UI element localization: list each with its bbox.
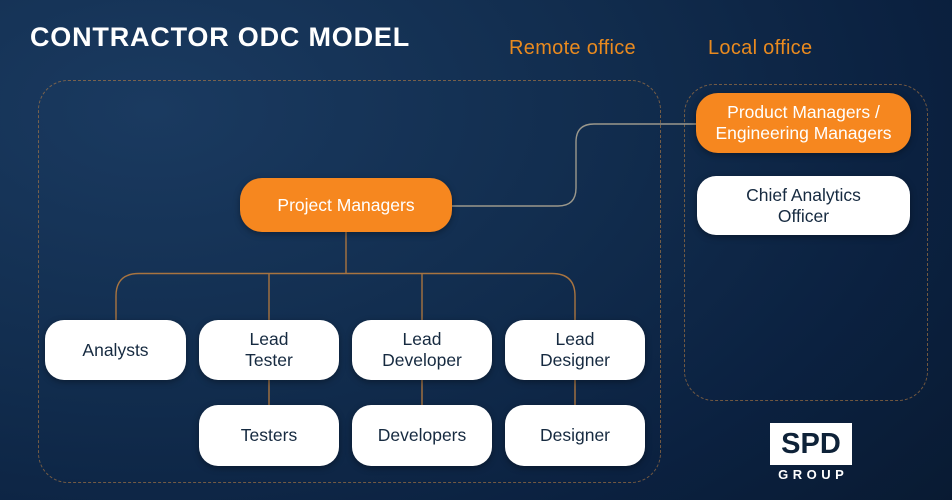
page-title: CONTRACTOR ODC MODEL <box>30 22 410 52</box>
spd-logo-subtext: GROUP <box>778 467 849 482</box>
node-chief-analytics-officer: Chief Analytics Officer <box>697 176 910 235</box>
node-testers: Testers <box>199 405 339 466</box>
local-office-label: Local office <box>708 37 813 59</box>
node-lead-developer: Lead Developer <box>352 320 492 380</box>
remote-office-zone <box>38 80 661 483</box>
node-lead-designer: Lead Designer <box>505 320 645 380</box>
node-developers: Developers <box>352 405 492 466</box>
local-office-zone <box>684 84 928 401</box>
node-analysts: Analysts <box>45 320 186 380</box>
spd-logo-mark: SPD <box>770 423 852 465</box>
node-designer: Designer <box>505 405 645 466</box>
remote-office-label: Remote office <box>509 37 636 59</box>
node-product-managers-engineering-managers: Product Managers / Engineering Managers <box>696 93 911 153</box>
spd-group-logo: SPD GROUP <box>770 423 852 482</box>
node-lead-tester: Lead Tester <box>199 320 339 380</box>
node-project-managers: Project Managers <box>240 178 452 232</box>
